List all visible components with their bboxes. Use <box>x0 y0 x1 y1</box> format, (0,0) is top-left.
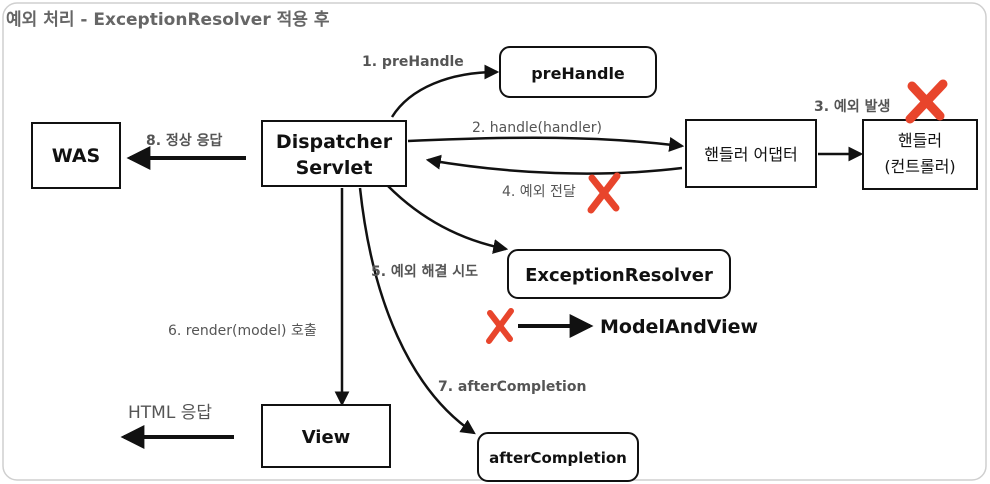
label-step3: 3. 예외 발생 <box>814 98 890 115</box>
node-was-label: WAS <box>52 145 101 167</box>
node-handler-adapter: 핸들러 어댑터 <box>685 119 817 188</box>
node-prehandle-label: preHandle <box>531 64 625 83</box>
cross-icon-model-and-view <box>486 308 514 344</box>
cross-icon-exception-occurred <box>905 79 948 124</box>
label-step8: 8. 정상 응답 <box>146 132 222 149</box>
node-was: WAS <box>31 122 121 189</box>
node-view: View <box>261 404 391 468</box>
cross-icon-exception-passed <box>587 172 621 214</box>
node-dispatcher-label-1: Dispatcher <box>276 131 393 153</box>
node-exception-resolver-label: ExceptionResolver <box>525 265 713 286</box>
node-view-label: View <box>302 427 351 448</box>
node-handler-label-1: 핸들러 <box>898 131 942 150</box>
diagram-title: 예외 처리 - ExceptionResolver 적용 후 <box>6 9 330 30</box>
node-dispatcher-servlet: Dispatcher Servlet <box>261 120 407 187</box>
label-step5: 5. 예외 해결 시도 <box>371 263 478 280</box>
node-handler-adapter-label: 핸들러 어댑터 <box>704 145 797 164</box>
edge-prehandle <box>390 64 500 118</box>
model-and-view-label: ModelAndView <box>600 316 758 338</box>
label-html-response: HTML 응답 <box>128 403 212 423</box>
edge-after-completion <box>358 187 476 435</box>
edge-exception-resolver <box>387 185 509 254</box>
node-after-completion-label: afterCompletion <box>489 449 627 467</box>
edge-exception-return <box>425 154 683 175</box>
node-dispatcher-label-2: Servlet <box>296 157 373 179</box>
node-prehandle: preHandle <box>499 46 657 98</box>
edge-handle <box>407 136 685 152</box>
node-after-completion: afterCompletion <box>477 432 639 482</box>
label-step2: 2. handle(handler) <box>472 120 602 136</box>
node-handler-label-2: (컨트롤러) <box>884 157 955 176</box>
node-handler: 핸들러 (컨트롤러) <box>862 119 978 190</box>
label-step6: 6. render(model) 호출 <box>168 323 317 339</box>
label-step4: 4. 예외 전달 <box>502 184 576 200</box>
node-exception-resolver: ExceptionResolver <box>507 249 731 299</box>
label-step7: 7. afterCompletion <box>438 379 586 395</box>
label-step1: 1. preHandle <box>362 54 464 70</box>
